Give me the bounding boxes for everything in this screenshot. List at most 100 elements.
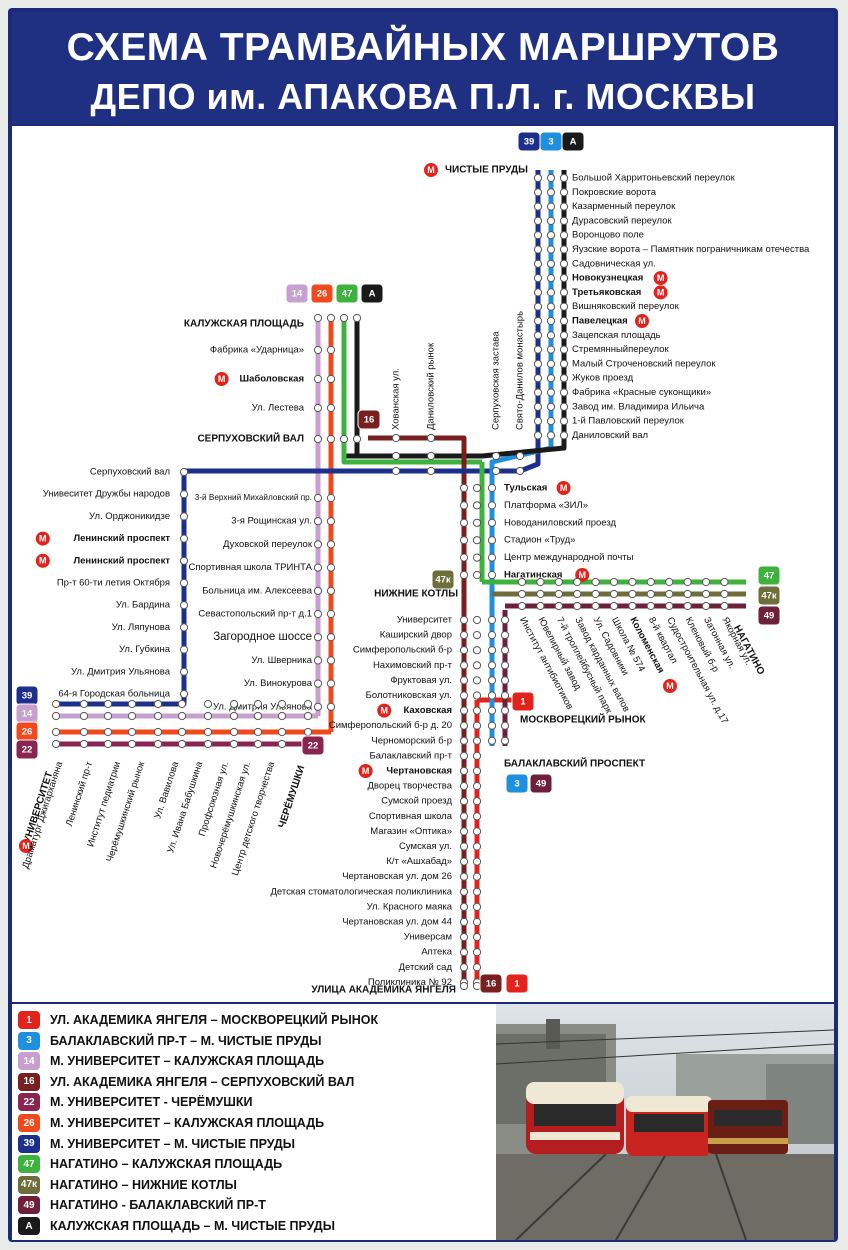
stop-marker xyxy=(277,727,287,737)
stop-marker xyxy=(554,601,563,611)
stop-marker xyxy=(103,727,113,737)
stop-marker xyxy=(472,631,482,640)
stop-marker xyxy=(253,727,263,737)
station-label-top: Зацепская площадь xyxy=(572,330,661,341)
stop-marker xyxy=(720,577,729,587)
stop-marker xyxy=(665,601,674,611)
stop-marker xyxy=(546,374,556,383)
stop-marker xyxy=(472,766,482,776)
station-label-south: Поликлиника № 92 xyxy=(368,977,452,988)
route-badge xyxy=(529,773,553,794)
route-badge xyxy=(757,585,781,606)
station-label-south: К/т «Ашхабад» xyxy=(386,856,452,867)
station-label-south: Детская стоматологическая поликлиника xyxy=(270,886,452,897)
station-label-south: Нахимовский пр-т xyxy=(373,660,453,671)
stop-marker xyxy=(646,577,655,587)
route-badge-label: 47к xyxy=(761,591,777,602)
stop-marker xyxy=(472,615,482,625)
route-badge-label: 14 xyxy=(22,709,33,720)
stop-marker xyxy=(472,553,482,562)
station-label-west: Ул. Бардина xyxy=(116,600,171,611)
stop-marker xyxy=(487,736,497,745)
stop-marker xyxy=(303,699,313,709)
station-label-top: Воронцово поле xyxy=(572,230,644,241)
stop-marker xyxy=(303,727,313,737)
stop-marker xyxy=(229,739,239,749)
stop-marker xyxy=(203,727,213,737)
stop-marker xyxy=(533,402,543,411)
stop-marker xyxy=(683,589,692,599)
stop-marker xyxy=(591,589,600,599)
legend-badge: 26 xyxy=(18,1114,40,1132)
stop-marker xyxy=(533,431,543,440)
metro-icon xyxy=(556,481,571,495)
metro-icon-letter: М xyxy=(657,273,665,283)
stop-marker xyxy=(559,302,569,311)
stop-marker xyxy=(701,577,711,587)
stop-marker xyxy=(515,451,525,461)
stop-marker xyxy=(533,202,543,211)
legend-route-text: БАЛАКЛАВСКИЙ ПР-Т – М. ЧИСТЫЕ ПРУДЫ xyxy=(50,1033,322,1048)
station-label-south: Дворец творчества xyxy=(367,781,452,792)
stop-marker xyxy=(487,536,497,545)
stop-marker xyxy=(559,231,569,240)
stop-marker xyxy=(472,721,482,730)
stop-marker xyxy=(533,188,543,197)
stop-marker xyxy=(533,374,543,383)
legend-route-text: НАГАТИНО – КАЛУЖСКАЯ ПЛОЩАДЬ xyxy=(50,1157,283,1172)
stop-marker xyxy=(472,570,482,580)
route-badge-label: 47к xyxy=(435,575,451,586)
stop-marker xyxy=(426,466,436,476)
station-label-west: Ул. Ляпунова xyxy=(112,622,171,633)
station-label-west: Серпуховский вал xyxy=(90,467,170,478)
station-label-top: Яузские ворота – Памятник пограничникам … xyxy=(572,244,810,255)
stop-marker xyxy=(487,518,497,527)
legend-badge: 16 xyxy=(18,1072,40,1091)
station-label-west: Ул. Губкина xyxy=(119,644,171,655)
stop-marker xyxy=(515,466,525,476)
stop-marker xyxy=(533,359,543,368)
stop-marker xyxy=(546,202,556,211)
stop-marker xyxy=(487,615,497,625)
station-label-middle: Духовской переулок xyxy=(223,539,313,550)
route-badge-label: 1 xyxy=(514,979,520,990)
route-badge xyxy=(479,973,503,994)
stop-marker xyxy=(472,736,482,745)
terminal-moskvoretsky-label: МОСКВОРЕЦКИЙ РЫНОК xyxy=(520,713,647,726)
legend-badge: 39 xyxy=(18,1134,40,1153)
stop-marker xyxy=(487,721,497,730)
station-label-vertical: Хованская ул. xyxy=(391,368,402,430)
stop-marker xyxy=(229,711,239,721)
station-label-top: Малый Строченовский переулок xyxy=(572,358,716,369)
stop-marker xyxy=(177,711,187,721)
stop-marker xyxy=(313,656,323,665)
stop-marker xyxy=(533,316,543,326)
stop-marker xyxy=(472,827,482,836)
route-badge xyxy=(431,569,455,590)
stop-marker xyxy=(546,417,556,426)
stop-marker xyxy=(459,721,469,730)
stop-marker xyxy=(559,402,569,411)
stop-marker xyxy=(533,345,543,354)
terminal-kaluzhskaya-label: КАЛУЖСКАЯ ПЛОЩАДЬ xyxy=(184,319,304,330)
stop-marker xyxy=(459,676,469,685)
stop-marker xyxy=(459,736,469,745)
stop-marker xyxy=(628,589,637,599)
stop-marker xyxy=(326,540,336,549)
legend-badge: 49 xyxy=(18,1196,40,1215)
stop-marker xyxy=(472,483,482,493)
station-label-south: Черноморский б-р xyxy=(371,735,452,746)
station-label-south: Аптека xyxy=(421,947,452,958)
station-label-danilov: Новоданиловский проезд xyxy=(504,517,617,528)
stop-marker xyxy=(559,216,569,226)
stop-marker xyxy=(487,661,497,670)
metro-icon-universitet xyxy=(19,839,33,853)
stop-marker xyxy=(253,699,263,709)
station-label-south: Сумской проезд xyxy=(381,796,452,807)
stop-marker xyxy=(459,963,469,972)
stop-marker xyxy=(546,316,556,326)
